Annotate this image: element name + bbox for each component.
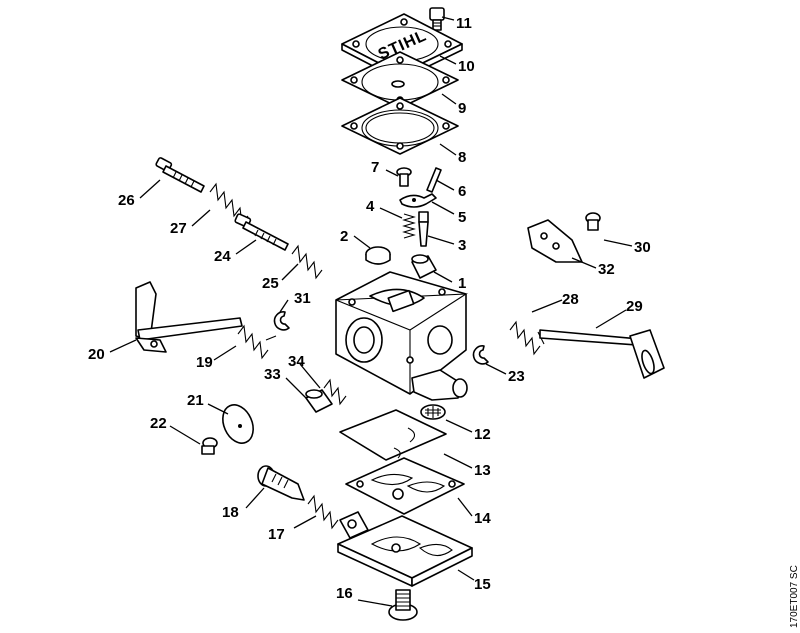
part-34-spring — [323, 378, 347, 406]
part-11-screw — [429, 7, 445, 31]
part-23-clip — [472, 345, 489, 365]
callout-14: 14 — [474, 510, 491, 527]
part-20-choke-shaft — [135, 281, 243, 353]
callout-10: 10 — [458, 58, 475, 75]
part-31-clip — [273, 311, 290, 331]
callout-12: 12 — [474, 426, 491, 443]
part-5-lever — [399, 193, 437, 208]
callout-25: 25 — [262, 275, 279, 292]
part-12-strainer — [420, 404, 446, 420]
callout-30: 30 — [634, 239, 651, 256]
part-33-plug — [305, 389, 333, 413]
part-17-spring — [307, 494, 339, 530]
part-8-gasket — [341, 97, 459, 155]
part-2-plug — [365, 246, 391, 265]
callout-7: 7 — [371, 159, 379, 176]
callout-31: 31 — [294, 290, 311, 307]
callout-22: 22 — [150, 415, 167, 432]
part-15-pump-cover — [337, 511, 473, 587]
callout-16: 16 — [336, 585, 353, 602]
callout-19: 19 — [196, 354, 213, 371]
callout-2: 2 — [340, 228, 348, 245]
callout-15: 15 — [474, 576, 491, 593]
callout-11: 11 — [456, 15, 472, 32]
callout-18: 18 — [222, 504, 239, 521]
callout-24: 24 — [214, 248, 231, 265]
callout-4: 4 — [366, 198, 375, 215]
part-19-spring — [237, 324, 277, 360]
part-24-adjusting-screw — [234, 213, 289, 251]
part-18-idle-screw — [257, 465, 305, 501]
callout-1: 1 — [458, 275, 466, 292]
part-30-screw — [585, 212, 601, 231]
part-1-valve-seat — [411, 254, 437, 279]
callout-17: 17 — [268, 526, 285, 543]
callout-33: 33 — [264, 366, 281, 383]
callout-6: 6 — [458, 183, 466, 200]
part-4-spring — [402, 213, 416, 239]
callout-27: 27 — [170, 220, 187, 237]
part-26-adjusting-screw — [155, 157, 205, 193]
callout-23: 23 — [508, 368, 525, 385]
part-14-diaphragm-plate — [345, 457, 465, 515]
callout-26: 26 — [118, 192, 135, 209]
callout-32: 32 — [598, 261, 615, 278]
part-13-gasket — [339, 409, 447, 461]
callout-5: 5 — [458, 209, 466, 226]
callout-29: 29 — [626, 298, 643, 315]
callout-28: 28 — [562, 291, 579, 308]
part-7-screw — [396, 167, 412, 187]
part-9-diaphragm — [341, 51, 459, 109]
leader-lines — [109, 16, 633, 607]
part-29-throttle-shaft — [539, 329, 665, 379]
callout-34: 34 — [288, 353, 305, 370]
callout-13: 13 — [474, 462, 491, 479]
part-28-spring — [509, 320, 545, 356]
part-32-throttle-plate — [527, 219, 583, 263]
part-22-screw — [201, 437, 218, 455]
callout-8: 8 — [458, 149, 466, 166]
callout-21: 21 — [187, 392, 204, 409]
part-21-plate — [222, 404, 254, 444]
part-3-needle — [418, 211, 429, 247]
callout-3: 3 — [458, 237, 466, 254]
part-16-screw — [388, 589, 418, 621]
drawing-code: 170ET007 SC — [789, 565, 800, 628]
callout-20: 20 — [88, 346, 105, 363]
part-6-pin — [426, 167, 442, 193]
carburetor-body — [335, 271, 469, 401]
part-25-spring — [291, 244, 323, 280]
callout-9: 9 — [458, 100, 466, 117]
